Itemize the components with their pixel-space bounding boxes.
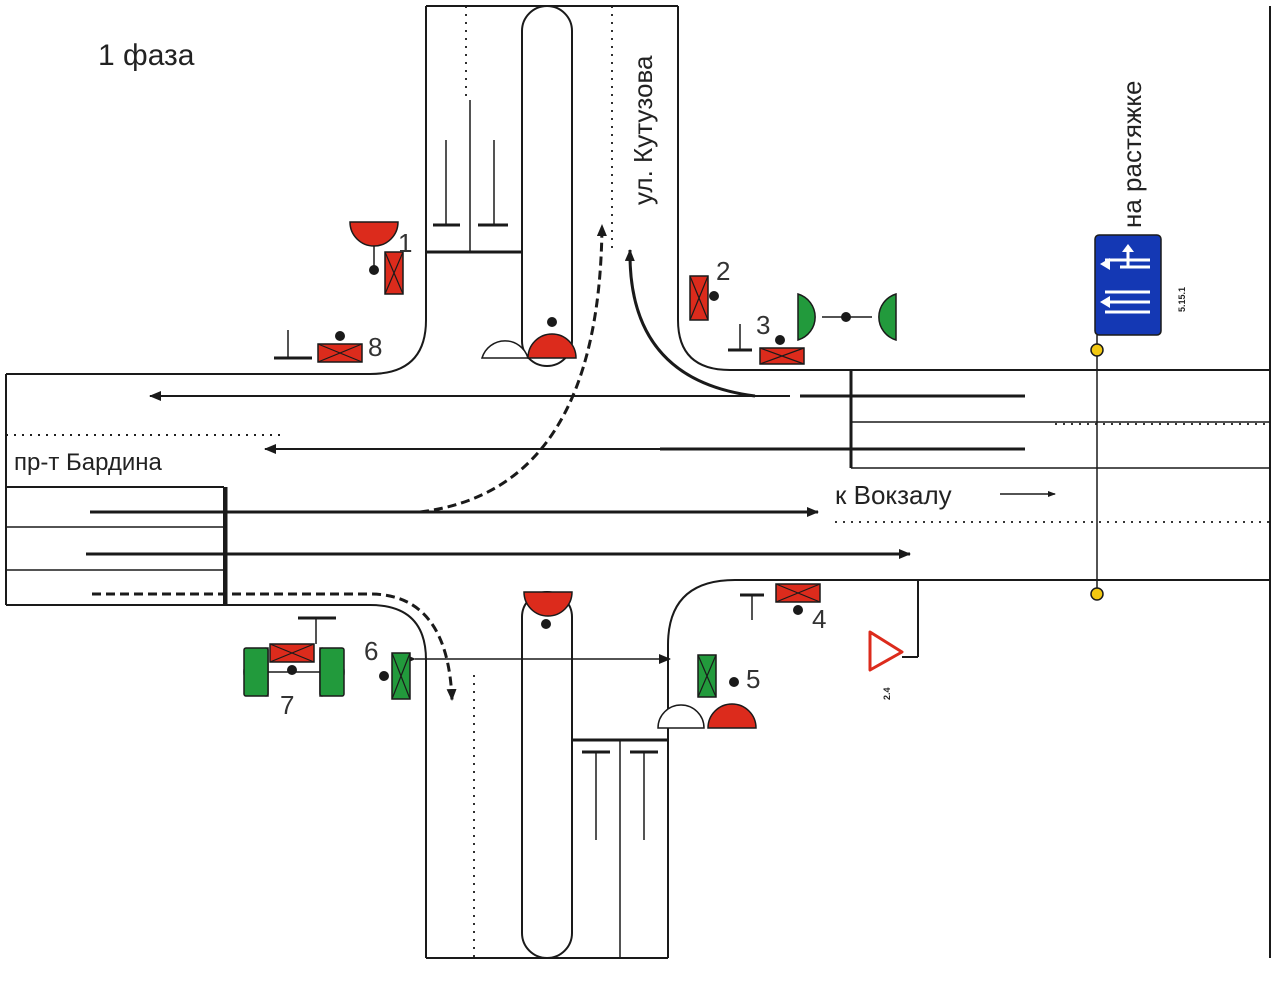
median-strips [521,5,573,959]
lane-markings [6,6,1270,958]
gantry [1090,335,1104,601]
gantry-post-bottom [1090,587,1104,601]
street-label-kutuzova: ул. Кутузова [628,55,658,205]
gantry-post-top [1090,343,1104,357]
signal-6 [379,652,411,700]
signal-2 [689,275,719,321]
signal-number-5: 5 [746,664,760,694]
signal-1 [349,221,404,295]
median-signal-south [523,591,573,629]
signal-8 [274,330,363,363]
yield-sign-code: 2.4 [882,687,892,700]
direction-label-station: к Вокзалу [835,480,952,510]
yield-sign [868,580,919,672]
signal-7 [243,616,345,697]
signal-number-8: 8 [368,332,382,362]
signal-number-3: 3 [756,310,770,340]
median-signal-north [480,317,577,359]
signal-number-6: 6 [364,636,378,666]
signal-number-7: 7 [280,690,294,720]
signal-4 [740,583,821,620]
phase-label: 1 фаза [98,39,195,72]
signal-number-2: 2 [716,256,730,286]
signal-number-1: 1 [398,228,412,258]
signal-number-4: 4 [812,604,826,634]
lane-sign-code: 5.15.1 [1177,287,1187,312]
street-label-bardina: пр-т Бардина [14,449,163,476]
gantry-label: на растяжке [1117,81,1147,228]
lane-direction-sign [1094,234,1162,336]
movement-arrows [86,224,1056,701]
signal-5 [657,654,757,729]
signal-3 [728,292,897,365]
